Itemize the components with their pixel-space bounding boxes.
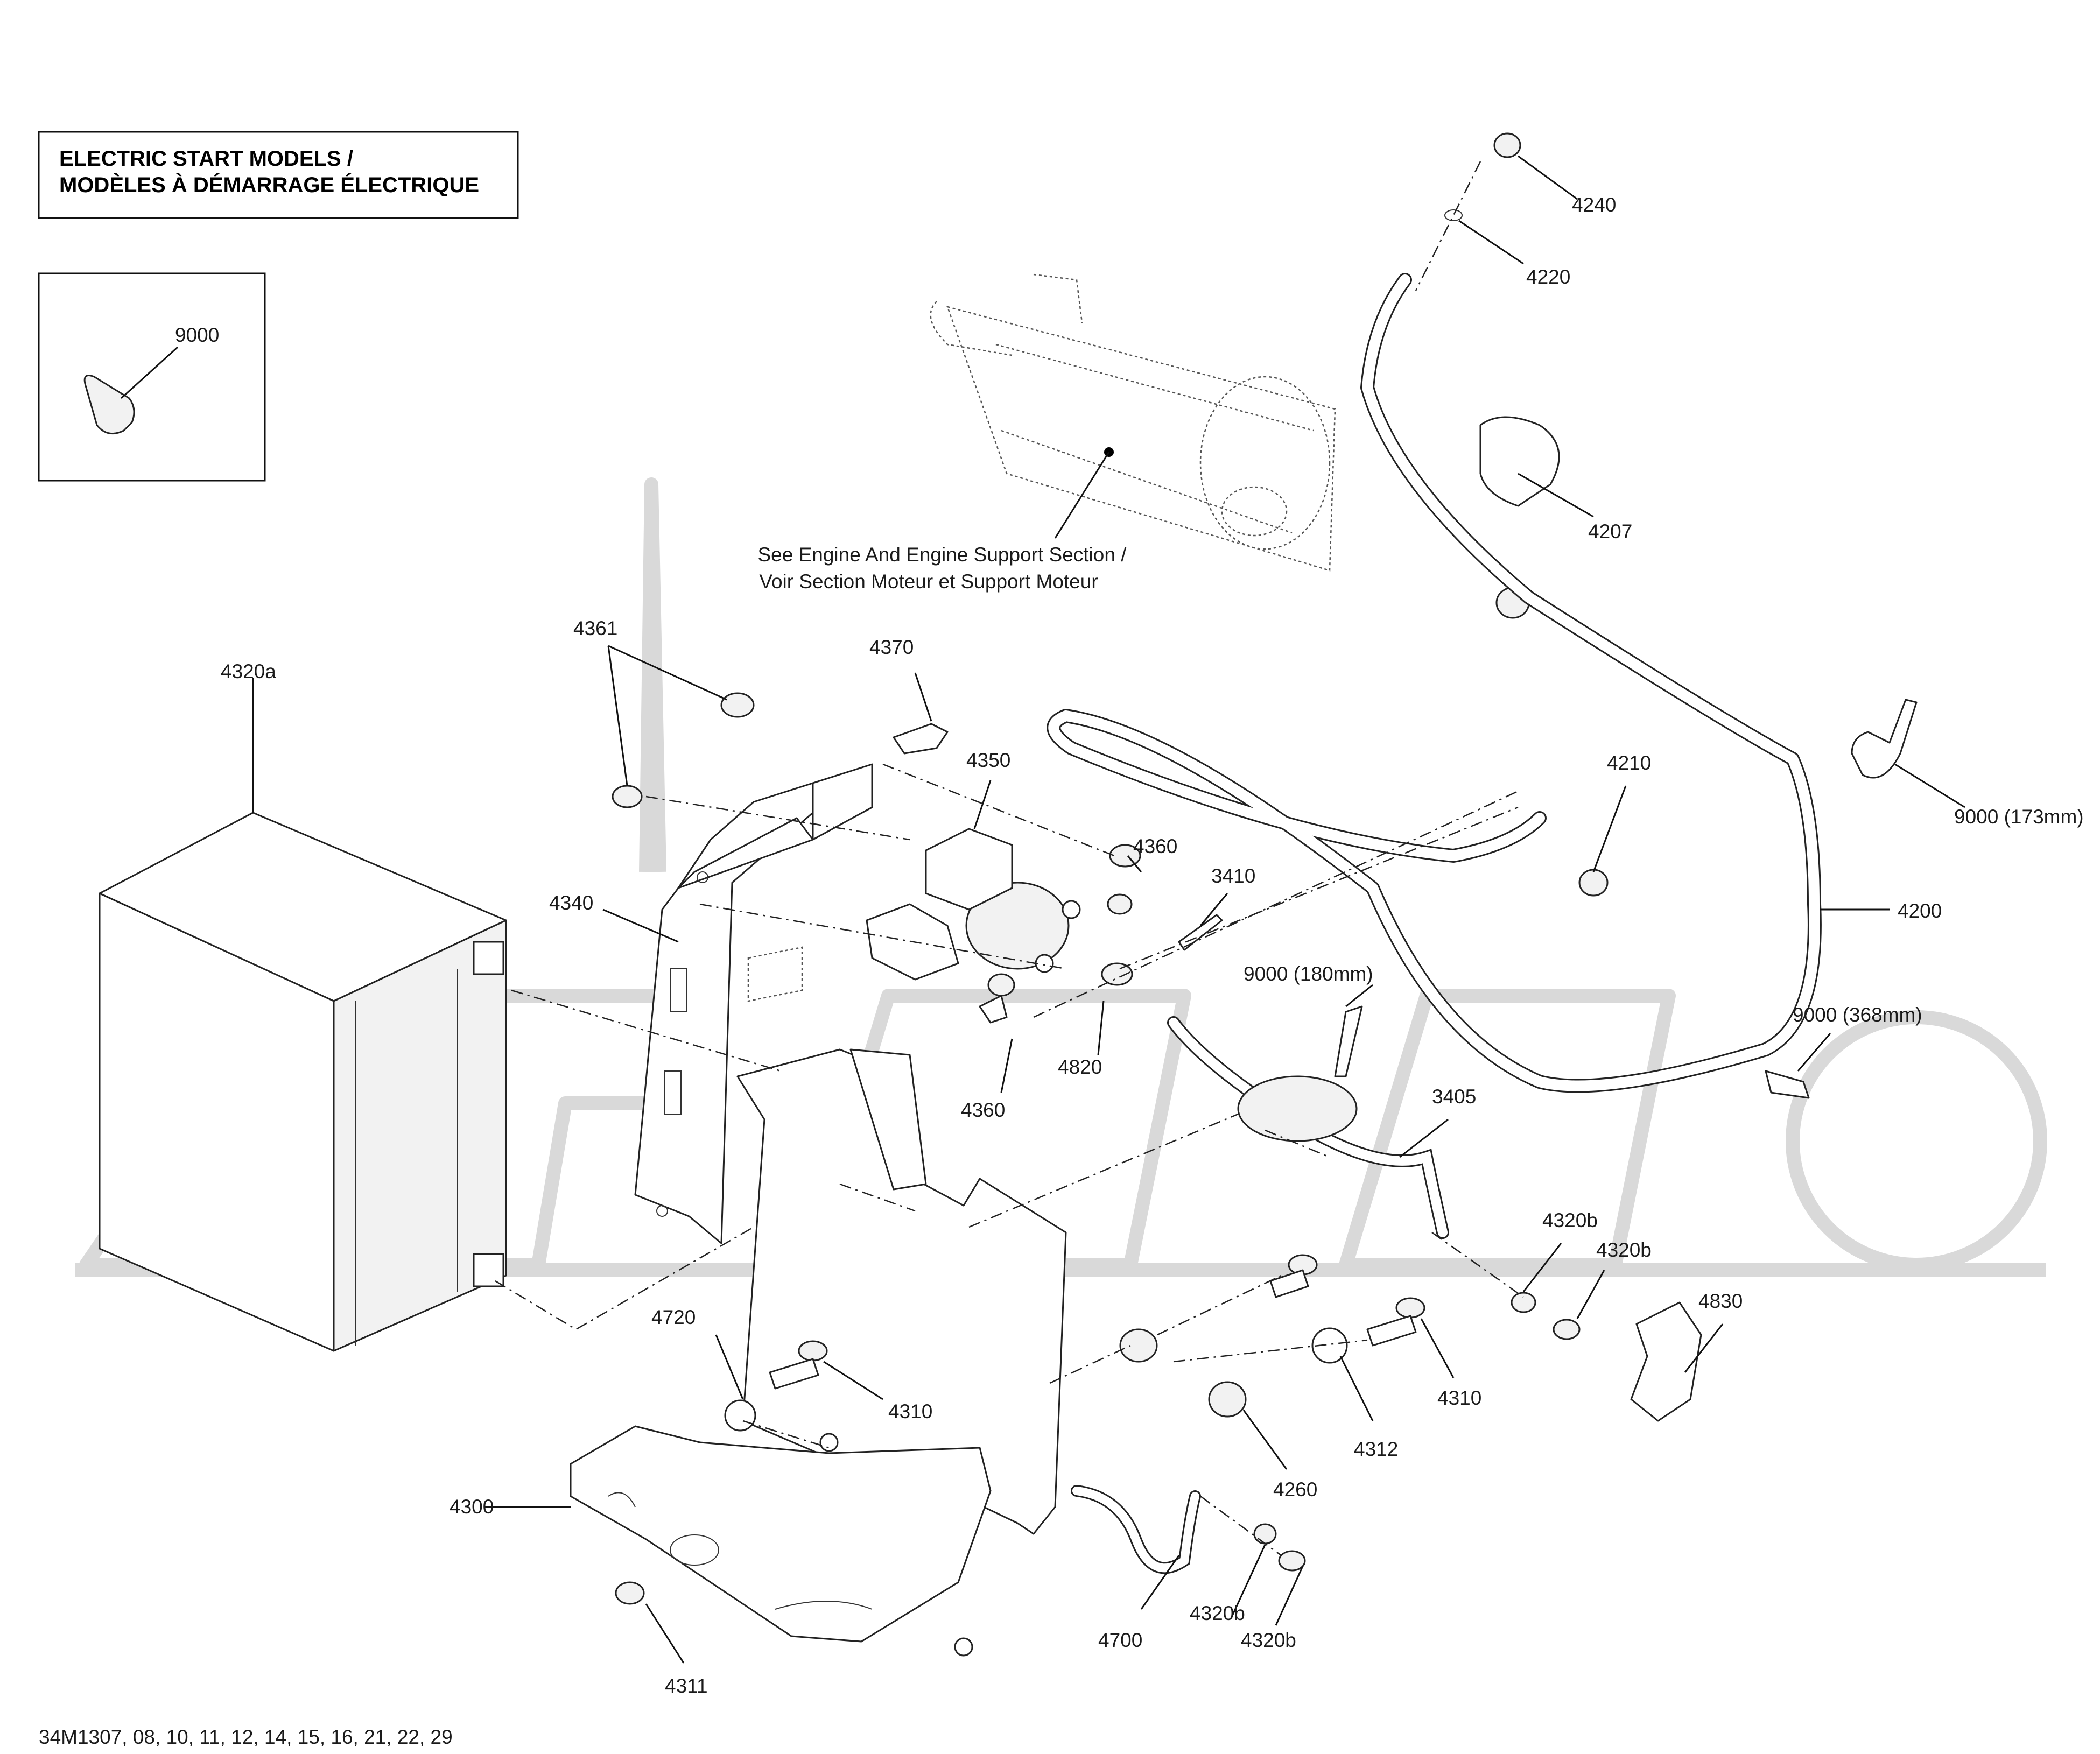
starter-motor-reference: See Engine And Engine Support Section / … xyxy=(757,273,1336,593)
engine-note-line-2: Voir Section Moteur et Support Moteur xyxy=(759,570,1098,593)
ground-cable[interactable] xyxy=(1071,1485,1201,1574)
starter-solenoid[interactable] xyxy=(866,828,1081,981)
header-line-2: MODÈLES À DÉMARRAGE ÉLECTRIQUE xyxy=(59,173,479,197)
terminal-cover[interactable] xyxy=(1630,1301,1702,1422)
part-label-4310-right: 4310 xyxy=(1437,1387,1481,1409)
part-label-4311: 4311 xyxy=(665,1675,708,1697)
footer-reference: 34M1307, 08, 10, 11, 12, 14, 15, 16, 21,… xyxy=(39,1726,453,1748)
battery-tray[interactable] xyxy=(570,1048,1067,1657)
part-label-3410: 3410 xyxy=(1211,865,1255,887)
fuse[interactable] xyxy=(1178,914,1223,951)
assembly-lines xyxy=(495,161,1524,1556)
part-label-4320b-d: 4320b xyxy=(1241,1629,1296,1651)
part-label-4220: 4220 xyxy=(1526,266,1570,288)
part-label-4320b-a: 4320b xyxy=(1542,1209,1598,1231)
part-label-9000-368mm: 9000 (368mm) xyxy=(1793,1004,1922,1026)
cable-clips[interactable] xyxy=(1334,416,1918,1099)
part-label-4300: 4300 xyxy=(450,1496,494,1518)
part-label-4260: 4260 xyxy=(1273,1478,1317,1501)
header-box: ELECTRIC START MODELS / MODÈLES À DÉMARR… xyxy=(38,131,519,219)
part-label-4207: 4207 xyxy=(1588,520,1632,543)
part-label-9000-173mm: 9000 (173mm) xyxy=(1954,806,2084,828)
part-label-4320b-c: 4320b xyxy=(1190,1602,1245,1624)
positive-cable[interactable] xyxy=(1047,273,1822,1093)
engine-note-line-1: See Engine And Engine Support Section / xyxy=(757,544,1127,566)
part-label-4312: 4312 xyxy=(1354,1438,1398,1460)
starter-cable[interactable] xyxy=(1167,1016,1449,1239)
part-labels: 4240 4220 4207 9000 (173mm) 4210 4200 90… xyxy=(221,194,2084,1697)
part-label-4240: 4240 xyxy=(1572,194,1616,216)
part-label-4700: 4700 xyxy=(1098,1629,1142,1651)
battery-bracket[interactable] xyxy=(634,763,873,1244)
part-label-4210: 4210 xyxy=(1607,752,1651,774)
part-label-4830: 4830 xyxy=(1698,1290,1743,1312)
part-label-3405: 3405 xyxy=(1432,1086,1476,1108)
part-label-4200: 4200 xyxy=(1898,900,1942,922)
part-label-4350: 4350 xyxy=(966,749,1010,771)
leader-lines xyxy=(252,155,1965,1664)
header-line-1: ELECTRIC START MODELS / xyxy=(59,147,353,171)
part-label-4720: 4720 xyxy=(651,1306,696,1328)
part-label-9000-180mm: 9000 (180mm) xyxy=(1244,963,1373,985)
part-label-4340: 4340 xyxy=(549,892,593,914)
part-label-4360-upper: 4360 xyxy=(1133,835,1177,857)
part-label-4820: 4820 xyxy=(1058,1056,1102,1078)
part-label-4370: 4370 xyxy=(869,636,914,658)
part-label-4320b-b: 4320b xyxy=(1596,1239,1652,1261)
inset-box: 9000 xyxy=(38,272,266,482)
part-label-4320a: 4320a xyxy=(221,660,276,682)
part-label-4360-lower: 4360 xyxy=(961,1099,1005,1121)
battery[interactable] xyxy=(99,812,507,1352)
part-label-4361: 4361 xyxy=(573,617,617,639)
inset-label: 9000 xyxy=(175,324,219,346)
small-fasteners[interactable] xyxy=(612,132,1609,1605)
part-label-4310-left: 4310 xyxy=(888,1400,932,1422)
clip-icon xyxy=(83,375,135,435)
